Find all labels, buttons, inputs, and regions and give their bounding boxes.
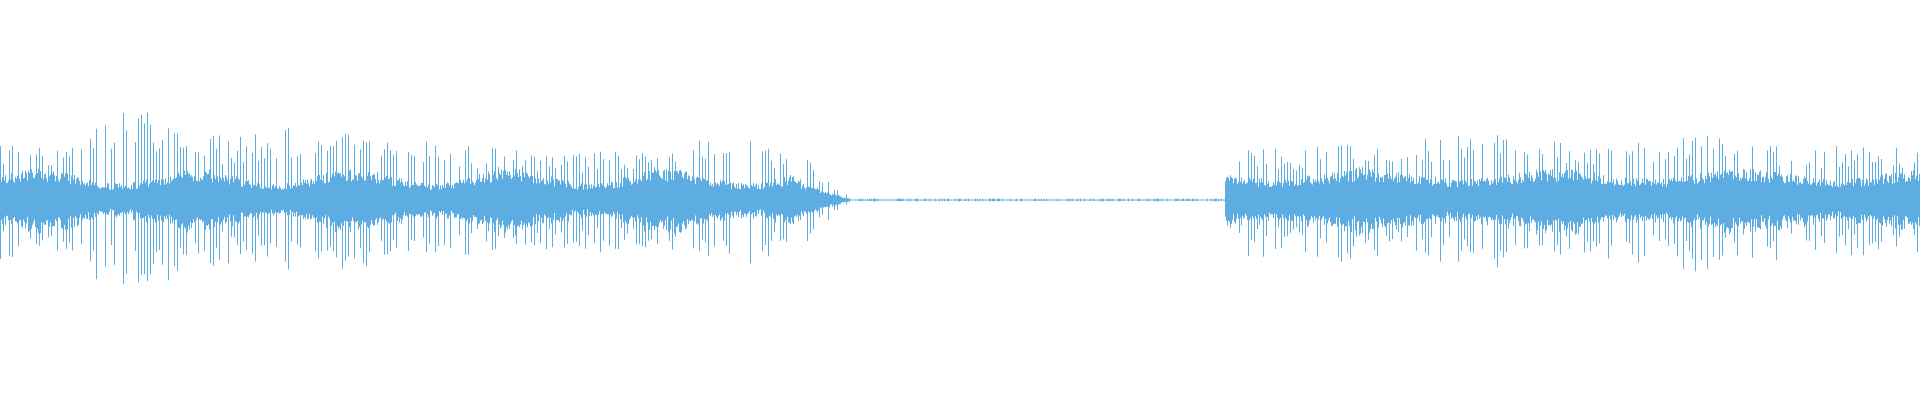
waveform-samples <box>0 112 1920 284</box>
